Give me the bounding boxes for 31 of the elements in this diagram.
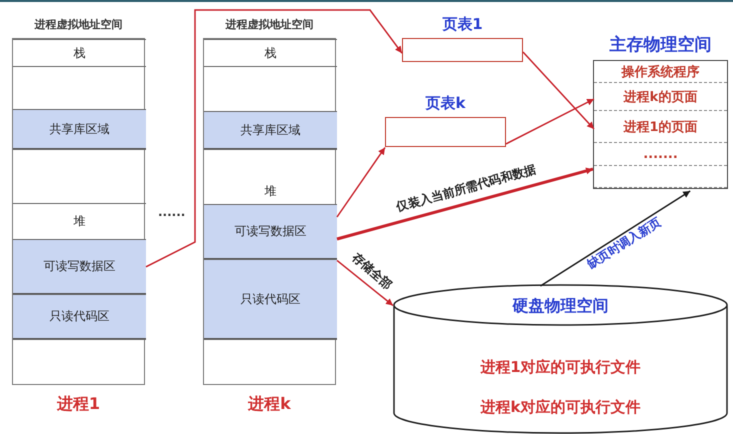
column-heading: 进程虚拟地址空间 <box>33 17 124 32</box>
memory-segment: 栈 <box>13 39 146 66</box>
memory-row: ....... <box>594 143 727 166</box>
memory-row: 进程1的页面 <box>594 111 727 143</box>
disk-title: 硬盘物理空间 <box>511 296 610 317</box>
process-caption: 进程1 <box>56 394 102 415</box>
file-text: 进程1对应的可执行文件 <box>479 358 642 377</box>
memory-segment: 只读代码区 <box>204 259 337 339</box>
file-text: 进程k对应的可执行文件 <box>479 398 642 417</box>
page-table-title: 页表k <box>424 94 466 113</box>
disk-cylinder <box>393 284 728 434</box>
memory-segment: 可读写数据区 <box>204 204 337 259</box>
arrow <box>522 52 595 130</box>
arrow <box>540 190 691 287</box>
memory-segment: 共享库区域 <box>204 111 337 149</box>
memory-segment: 栈 <box>204 39 337 66</box>
memory-segment: 只读代码区 <box>13 294 146 339</box>
memory-row: 操作系统程序 <box>594 61 727 83</box>
memory-segment: 共享库区域 <box>13 109 146 149</box>
arrow <box>146 9 403 268</box>
page-table-title: 页表1 <box>441 15 484 34</box>
memory-row: 进程k的页面 <box>594 83 727 111</box>
arrow <box>336 260 394 306</box>
column-heading: 进程虚拟地址空间 <box>224 17 314 32</box>
memory-title: 主存物理空间 <box>608 34 712 56</box>
arrow <box>506 98 594 145</box>
arrow <box>336 168 594 240</box>
arrow <box>336 147 386 218</box>
memory-segment: 可读写数据区 <box>13 239 146 294</box>
ellipsis-text: ...... <box>158 205 186 219</box>
process-caption: 进程k <box>246 394 292 415</box>
